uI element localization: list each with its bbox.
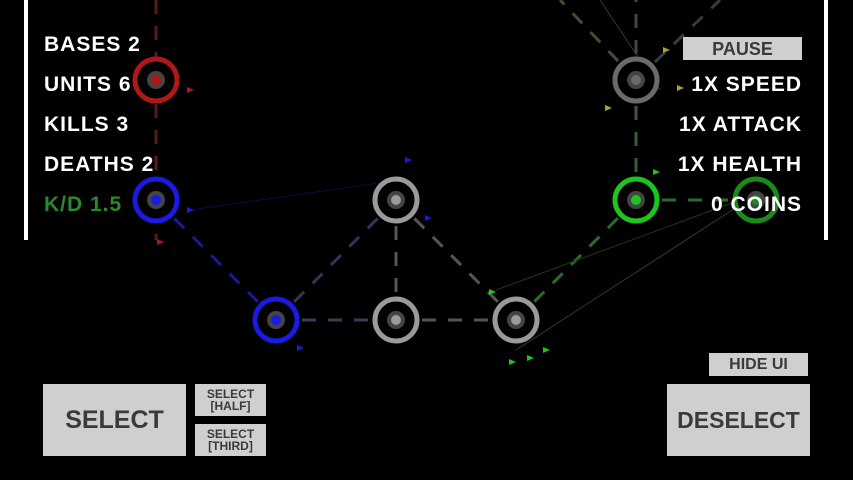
coins-count: 0 COINS	[710, 193, 802, 216]
unit-marker	[543, 347, 550, 353]
node-link	[394, 198, 518, 322]
unit-marker	[677, 85, 684, 91]
unit-marker	[405, 157, 412, 163]
kd-ratio: K/D 1.5	[44, 193, 123, 216]
green-base-center	[751, 195, 761, 205]
unit-marker	[157, 239, 164, 245]
node-link	[274, 198, 398, 322]
green-base-center	[631, 195, 641, 205]
unit-paths	[189, 0, 741, 351]
unit-marker	[425, 215, 432, 221]
unit-path	[515, 204, 741, 351]
neutral-node-center	[391, 195, 401, 205]
unit-marker	[663, 47, 670, 53]
neutral-node-center	[631, 75, 641, 85]
unit-marker	[509, 359, 516, 365]
unit-marker	[605, 105, 612, 111]
select-button[interactable]: SELECT	[43, 384, 186, 456]
bases-count: BASES 2	[44, 33, 141, 56]
unit-marker	[653, 169, 660, 175]
units-count: UNITS 6	[44, 73, 132, 96]
blue-base-center	[151, 195, 161, 205]
pause-button[interactable]: PAUSE	[683, 37, 802, 60]
node-link	[558, 0, 638, 82]
red-base-center	[151, 75, 161, 85]
unit-marker	[489, 289, 496, 295]
hud-left-border	[24, 0, 28, 240]
deaths-count: DEATHS 2	[44, 153, 155, 176]
health-multiplier: 1X HEALTH	[677, 153, 802, 176]
neutral-node-center	[391, 315, 401, 325]
blue-base-center	[271, 315, 281, 325]
nodes[interactable]	[132, 56, 780, 344]
hide-ui-button[interactable]: HIDE UI	[709, 353, 808, 376]
unit-marker	[187, 87, 194, 93]
kills-count: KILLS 3	[44, 113, 130, 136]
node-links	[154, 0, 756, 322]
deselect-button[interactable]: DESELECT	[667, 384, 810, 456]
select-third-button[interactable]: SELECT [THIRD]	[195, 424, 266, 456]
node-link	[154, 198, 278, 322]
unit-marker	[297, 345, 304, 351]
attack-multiplier: 1X ATTACK	[679, 113, 802, 136]
select-half-button[interactable]: SELECT [HALF]	[195, 384, 266, 416]
node-link	[634, 0, 722, 82]
unit-marker	[187, 207, 194, 213]
units	[157, 47, 684, 365]
unit-path	[189, 179, 401, 211]
hud-right-border	[824, 0, 828, 240]
speed-multiplier: 1X SPEED	[691, 73, 802, 96]
unit-marker	[527, 355, 534, 361]
neutral-node-center	[511, 315, 521, 325]
unit-path	[495, 199, 741, 291]
